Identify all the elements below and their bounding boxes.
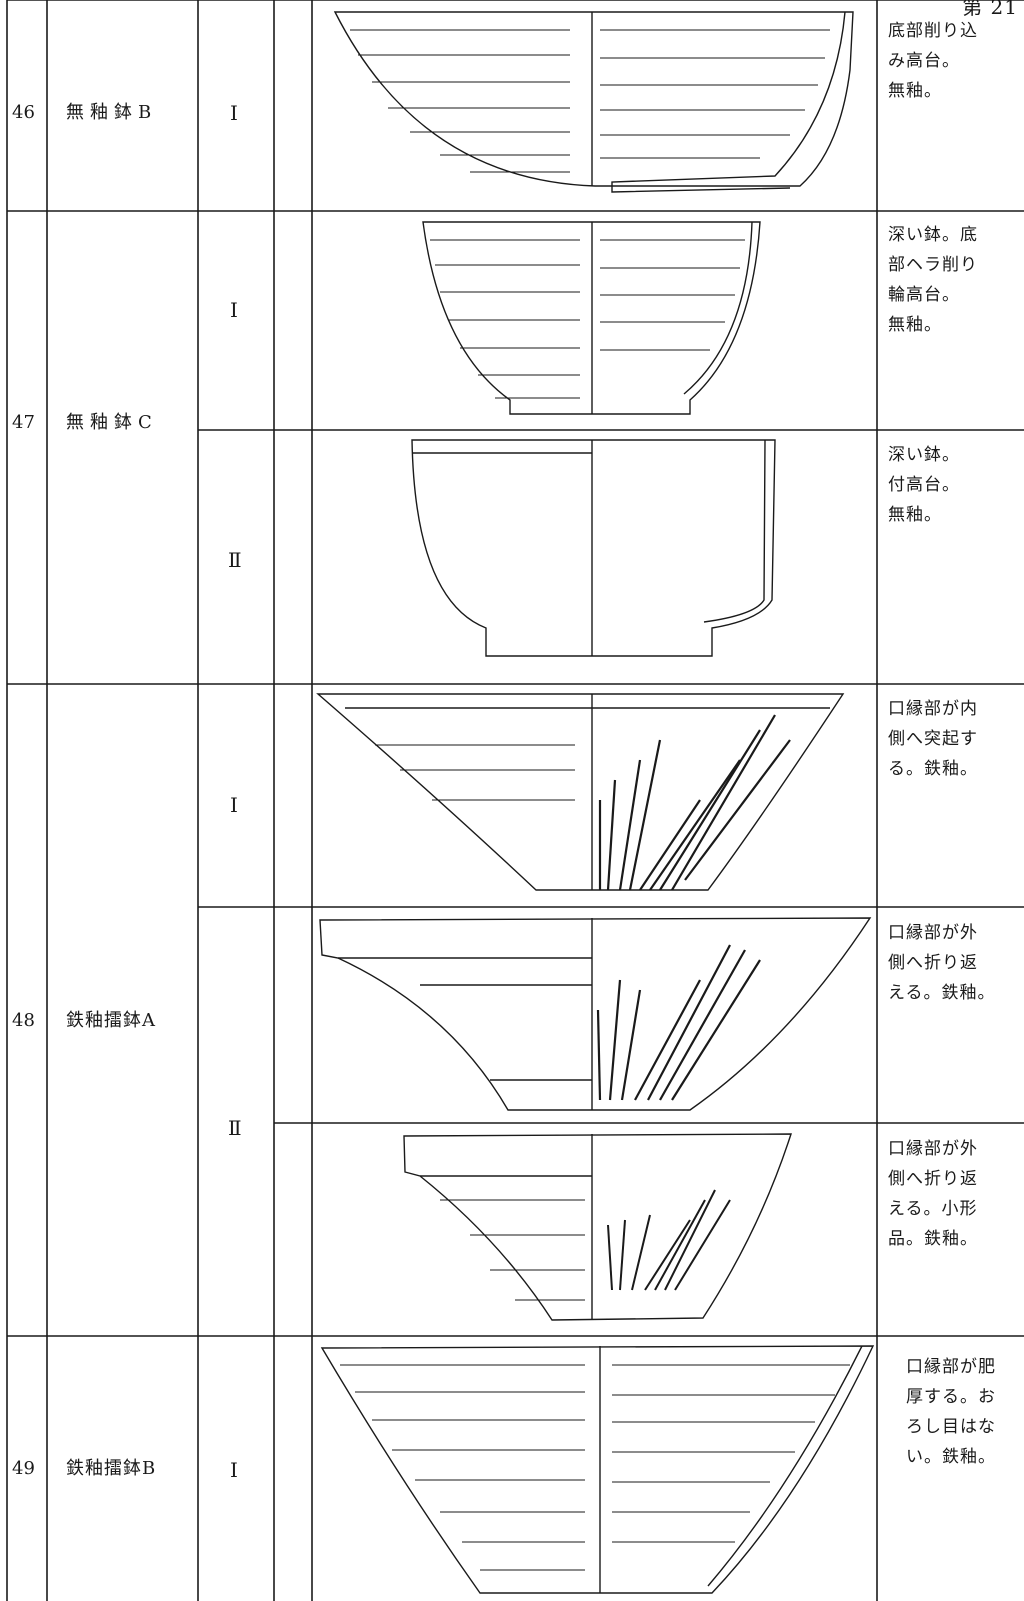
drawing-49-I	[320, 1345, 875, 1594]
grade-46-I: Ⅰ	[230, 101, 238, 125]
drawing-48-II-b	[403, 1133, 792, 1321]
note-47-II: 深い鉢。 付高台。 無釉。	[888, 445, 960, 525]
note-46-I: 底部削り込 み高台。 無釉。	[888, 21, 978, 101]
row-number-48: 48	[12, 1010, 35, 1031]
row-number-46: 46	[12, 102, 35, 123]
drawing-47-I	[422, 221, 761, 415]
note-49-I: 口縁部が肥 厚する。お ろし目はな い。鉄釉。	[906, 1357, 996, 1467]
grade-49-I: Ⅰ	[230, 1458, 238, 1482]
grade-48-II: Ⅱ	[228, 1116, 242, 1140]
note-48-II-b: 口縁部が外 側へ折り返 える。小形 品。鉄釉。	[888, 1139, 978, 1249]
note-48-II-a: 口縁部が外 側へ折り返 える。鉄釉。	[888, 923, 996, 1003]
drawing-47-II	[411, 439, 776, 657]
drawing-46-I	[333, 11, 854, 193]
drawing-48-I	[316, 693, 845, 891]
note-47-I: 深い鉢。底 部ヘラ削り 輪高台。 無釉。	[888, 225, 978, 335]
type-name-49: 鉄釉擂鉢B	[66, 1458, 157, 1479]
row-number-47: 47	[12, 412, 35, 433]
pottery-drawings	[316, 11, 875, 1594]
drawing-48-II-a	[319, 917, 872, 1111]
grade-47-I: Ⅰ	[230, 298, 238, 322]
page-number: 第 21	[962, 0, 1018, 19]
type-name-47: 無釉鉢C	[66, 412, 158, 433]
note-48-I: 口縁部が内 側へ突起す る。鉄釉。	[888, 699, 978, 779]
grade-48-I: Ⅰ	[230, 793, 238, 817]
type-name-48: 鉄釉擂鉢A	[66, 1010, 156, 1031]
type-name-46: 無釉鉢B	[66, 102, 158, 123]
grade-47-II: Ⅱ	[228, 548, 242, 572]
row-number-49: 49	[12, 1458, 35, 1479]
